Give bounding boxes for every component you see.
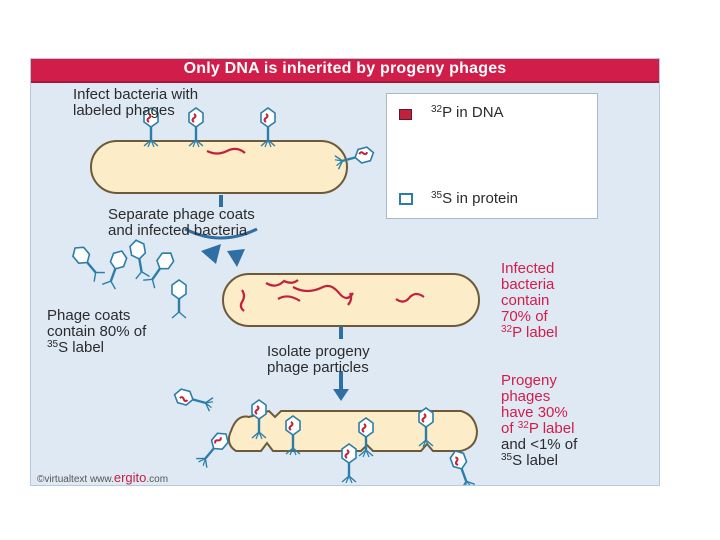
result-progeny-phages: Progeny phages have 30% of 32P label and… [501,373,577,469]
phage-icon [449,449,475,486]
phage-icon [195,429,231,468]
dna-label-swatch [399,109,412,120]
phage-icon [173,388,214,412]
phage-icon [172,280,186,318]
result-infected-bacteria: Infected bacteria contain 70% of 32P lab… [501,261,558,341]
hershey-chase-figure: Only DNA is inherited by progeny phages [30,58,660,486]
protein-label-swatch [399,193,413,205]
bacterium-cell-lysed [229,411,477,451]
phage-icon [70,243,105,281]
result-phage-coats: Phage coats contain 80% of 35S label [47,308,146,356]
phage-icon [143,249,176,288]
phage-icon [102,249,128,289]
bacterium-cell-top [91,141,347,193]
phage-icon [342,444,356,483]
legend-s35-label: 35S in protein [431,191,518,207]
bacterium-cell-infected [223,274,479,326]
legend-p32-label: 32P in DNA [431,105,504,121]
source-credit: ©virtualtext www.ergito.com [37,470,168,485]
phage-icon [129,239,149,279]
legend-box: 32P in DNA 35S in protein [386,93,598,219]
